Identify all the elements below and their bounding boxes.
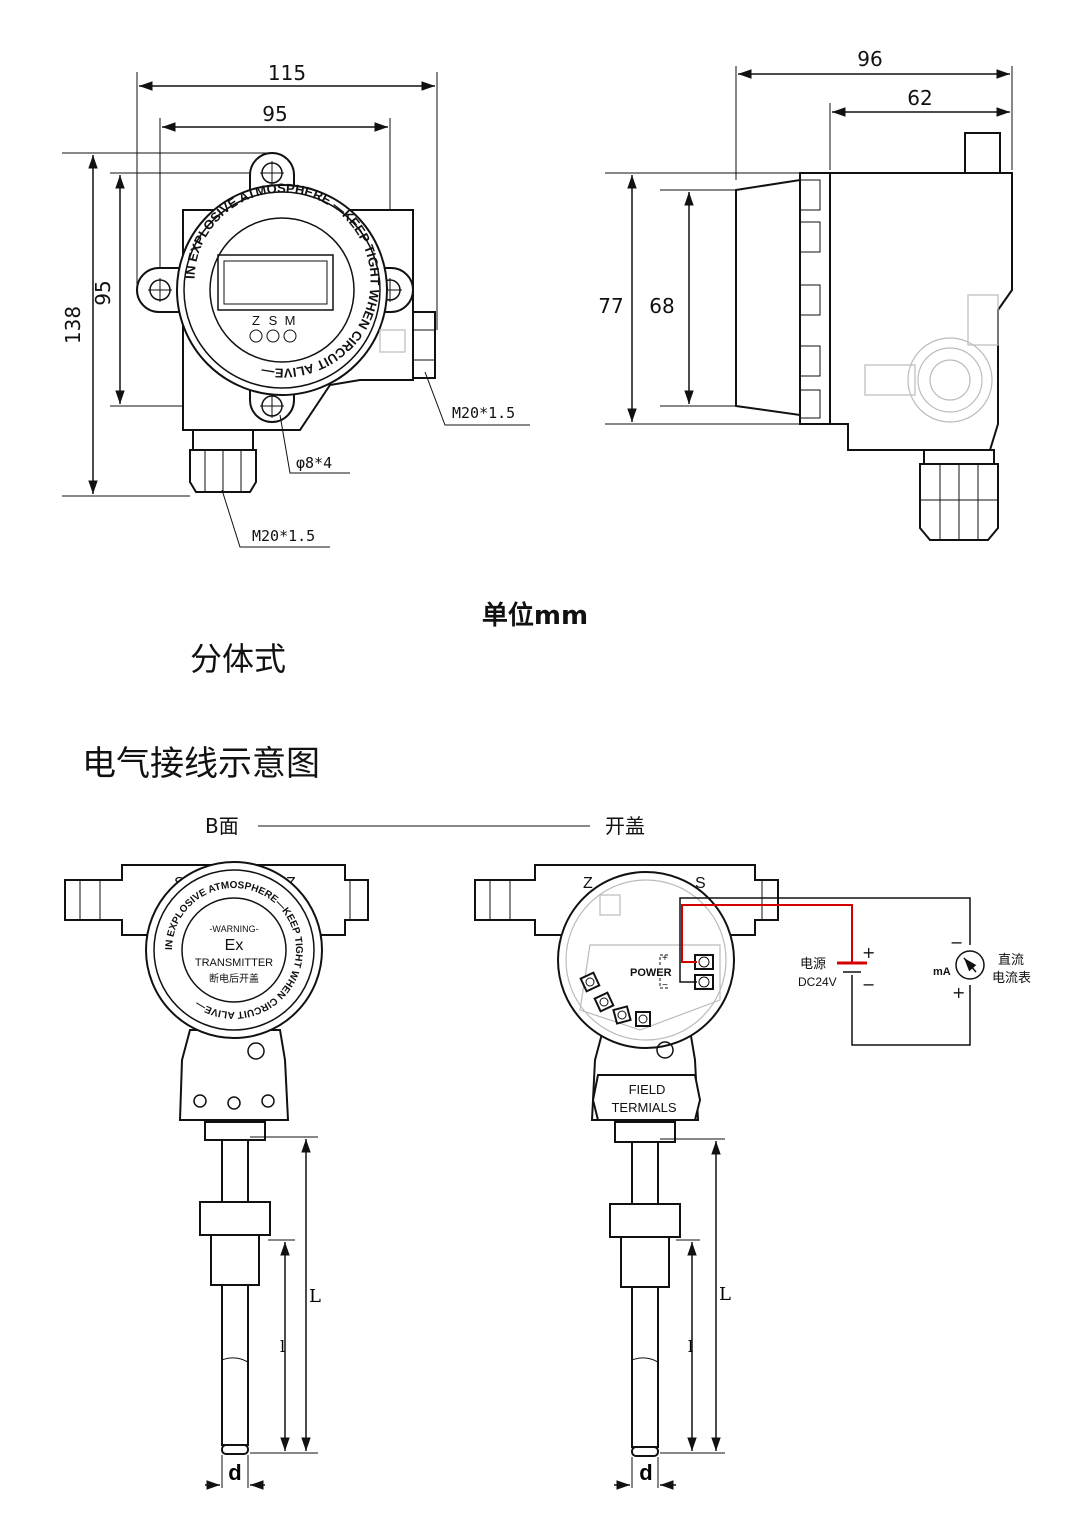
front-cover (176, 184, 388, 396)
side-cable-gland (412, 311, 436, 379)
cover-cn-warning: 断电后开盖 (209, 972, 259, 985)
probe-diameter-label: d (228, 1460, 241, 1485)
mounting-hole-top (260, 161, 284, 185)
open-probe-diameter-label: d (639, 1460, 652, 1485)
open-probe-insertion-label: l (688, 1337, 693, 1356)
side-housing (829, 172, 1013, 451)
meter-plus: + (952, 983, 965, 1002)
meter-label-1: 直流 (998, 953, 1024, 968)
meter-label-2: 电流表 (992, 971, 1031, 986)
field-label-2: TERMIALS (611, 1100, 676, 1115)
side-cover (735, 178, 801, 417)
cover-warning: -WARNING- (209, 924, 258, 934)
probe-length-label: L (309, 1286, 321, 1307)
wiring-circuit: + − 电源 DC24V − + mA 直流 电流表 (679, 897, 1031, 1046)
unit-label: 单位mm (482, 600, 588, 631)
mounting-hole-left (148, 278, 172, 302)
cover-lid (145, 861, 323, 1039)
probe-insertion-label: l (280, 1337, 285, 1356)
side-view: 96 62 77 68 (598, 47, 1013, 541)
side-bottom-gland (919, 449, 999, 541)
svg-text:−: − (662, 980, 668, 991)
supply-voltage: DC24V (798, 975, 837, 989)
wire-to-meter (679, 897, 971, 983)
battery-minus: − (862, 975, 875, 994)
dim-138: 138 (61, 306, 85, 344)
cover-ex: Ex (225, 937, 244, 954)
meter-unit: mA (933, 966, 951, 978)
view-open-label: 开盖 (605, 814, 645, 838)
button-z-label: Z (252, 313, 260, 328)
dim-95-horizontal: 95 (262, 102, 287, 126)
button-m-label: M (285, 313, 296, 328)
bottom-thread-label: M20*1.5 (252, 527, 315, 545)
lcd-window (217, 254, 334, 311)
svg-text:+: + (662, 953, 668, 964)
split-type-title: 分体式 (190, 640, 286, 678)
wiring-title: 电气接线示意图 (82, 744, 320, 784)
open-view: Z S POWER + − FIELD TERMIALS (474, 864, 779, 1490)
cover-transmitter: TRANSMITTER (195, 957, 273, 969)
dim-96: 96 (857, 47, 882, 71)
dim-115: 115 (268, 61, 306, 85)
red-wire-positive (681, 904, 853, 963)
side-top-boss (964, 132, 1001, 174)
meter-minus: − (950, 933, 963, 952)
open-corner-s: S (695, 875, 706, 892)
open-corner-z: Z (583, 875, 593, 892)
supply-label: 电源 (800, 957, 826, 972)
hole-spec-label: φ8*4 (296, 454, 332, 472)
bottom-cable-gland (189, 429, 257, 493)
mounting-hole-bottom (260, 394, 284, 418)
view-b-label: B面 (205, 814, 239, 838)
power-label: POWER (630, 967, 672, 979)
dim-62: 62 (907, 86, 932, 110)
cover-view: S Z IN EXPLOSIVE ATMOSPHERE—KEEP TIGHT W… (64, 861, 369, 1490)
dim-95-vertical: 95 (91, 280, 115, 305)
ammeter-icon (955, 950, 985, 980)
dim-68: 68 (649, 294, 674, 318)
field-label-1: FIELD (629, 1082, 666, 1097)
wire-return (851, 975, 971, 1046)
button-s-label: S (269, 313, 278, 328)
open-probe-length-label: L (719, 1284, 731, 1305)
battery-plus: + (862, 943, 875, 962)
front-view: 115 95 138 95 IN EXPLOSIVE ATMOSPHERE —K… (61, 61, 530, 548)
side-thread-label: M20*1.5 (452, 404, 515, 422)
dim-77: 77 (598, 294, 623, 318)
